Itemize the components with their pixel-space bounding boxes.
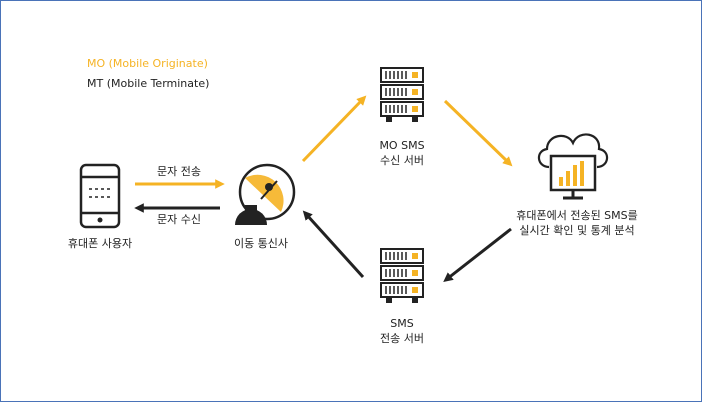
sms-send-server-icon xyxy=(380,248,424,303)
mo-server-to-monitor-arrow xyxy=(443,99,513,167)
mo-server-label-2: 수신 서버 xyxy=(380,154,424,167)
receive-label: 문자 수신 xyxy=(157,213,201,226)
cloud-analytics-monitor-icon xyxy=(537,133,609,200)
monitor-to-sms-server-arrow xyxy=(443,227,512,282)
satellite-dish-icon xyxy=(235,163,296,225)
carrier-to-mo-server-arrow xyxy=(301,95,367,163)
carrier-label: 이동 통신사 xyxy=(233,237,289,250)
monitor-label-2: 실시간 확인 및 통계 분석 xyxy=(519,224,635,237)
legend-mo: MO (Mobile Originate) xyxy=(87,57,208,70)
mo-sms-server-icon xyxy=(380,67,424,122)
legend-mt: MT (Mobile Terminate) xyxy=(87,77,210,90)
mo-server-label-1: MO SMS xyxy=(379,139,425,152)
send-label: 문자 전송 xyxy=(157,165,201,178)
mobile-phone-icon xyxy=(79,163,121,229)
phone-user-label: 휴대폰 사용자 xyxy=(67,237,133,250)
monitor-label-1: 휴대폰에서 전송된 SMS를 xyxy=(516,209,638,222)
sms-server-label-2: 전송 서버 xyxy=(380,332,424,345)
sms-server-to-carrier-arrow xyxy=(302,210,365,279)
sms-server-label-1: SMS xyxy=(390,317,414,330)
